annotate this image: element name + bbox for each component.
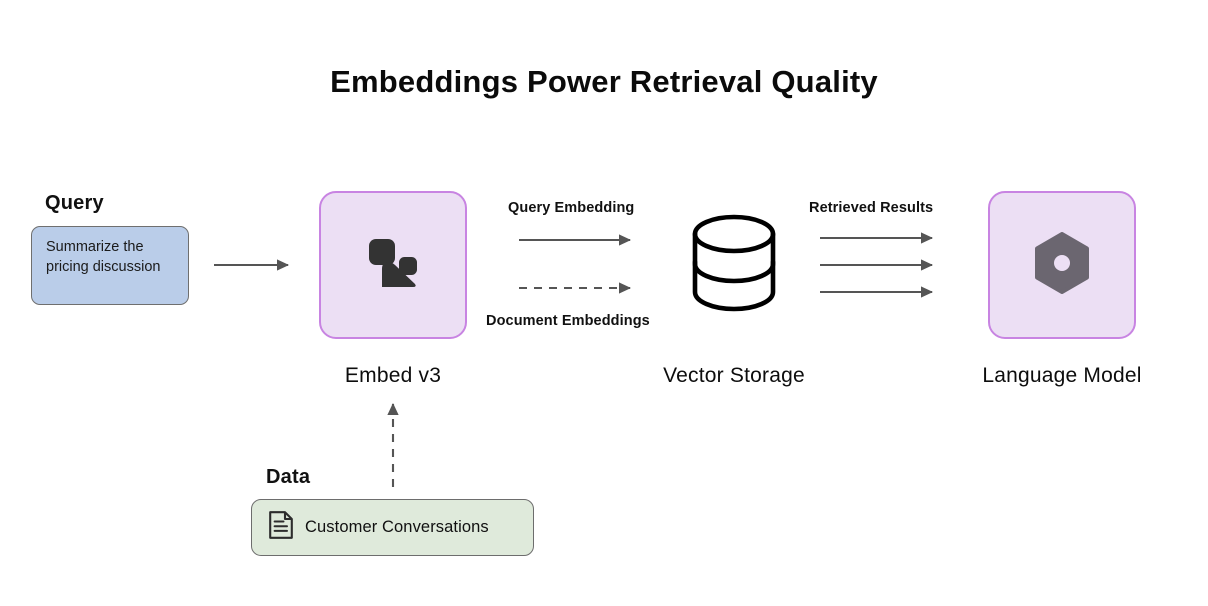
query-card[interactable]: Summarize the pricing discussion bbox=[31, 226, 189, 305]
query-heading: Query bbox=[45, 192, 104, 214]
vector-storage-caption: Vector Storage bbox=[663, 364, 805, 387]
embed-v3-card[interactable] bbox=[319, 191, 467, 339]
data-source-label: Customer Conversations bbox=[305, 518, 489, 536]
data-source-card[interactable]: Customer Conversations bbox=[251, 499, 534, 556]
retrieved-results-label: Retrieved Results bbox=[809, 200, 934, 216]
database-cylinder-icon bbox=[686, 212, 782, 323]
query-embedding-label: Query Embedding bbox=[508, 200, 635, 216]
document-embeddings-label: Document Embeddings bbox=[486, 313, 650, 329]
cohere-logo-icon bbox=[363, 233, 423, 298]
language-model-card[interactable] bbox=[988, 191, 1136, 339]
data-heading: Data bbox=[266, 466, 311, 488]
embed-v3-caption: Embed v3 bbox=[344, 364, 442, 387]
language-model-caption: Language Model bbox=[982, 364, 1142, 387]
page-title: Embeddings Power Retrieval Quality bbox=[330, 64, 878, 99]
document-icon bbox=[268, 510, 294, 545]
hexagon-nut-icon bbox=[1033, 231, 1091, 299]
